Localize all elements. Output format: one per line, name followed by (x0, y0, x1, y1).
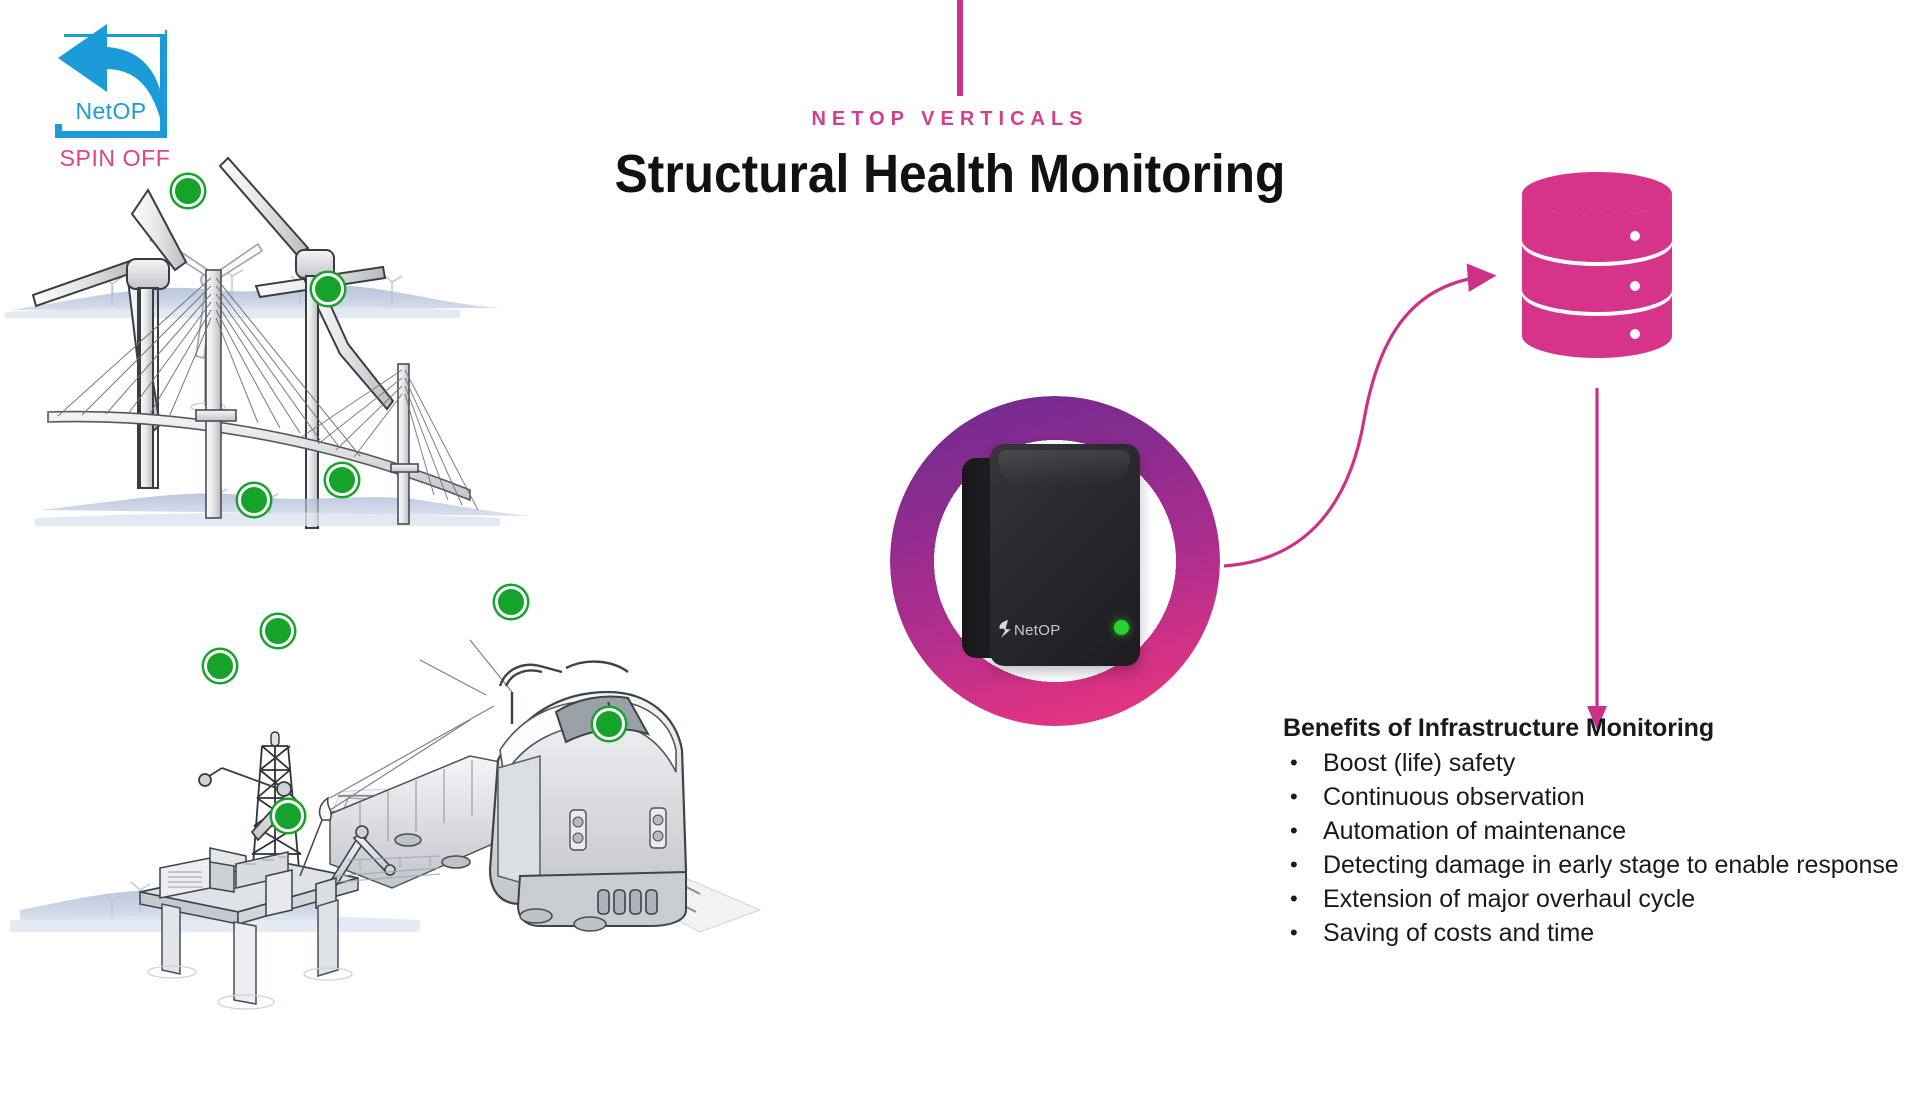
sensor-dot-rig-crane[interactable] (204, 650, 236, 682)
scene-cable-stayed-bridge (35, 269, 530, 526)
page-title: Structural Health Monitoring (614, 144, 1286, 204)
benefit-item: Extension of major overhaul cycle (1283, 882, 1920, 916)
infrastructure-illustration (0, 120, 920, 1070)
benefit-item: Saving of costs and time (1283, 916, 1920, 950)
scene-wind-turbines (5, 156, 500, 529)
top-accent-bar (957, 0, 963, 96)
sensor-box: NetOP (962, 444, 1147, 674)
benefits-panel: Benefits of Infrastructure Monitoring Bo… (1283, 714, 1920, 950)
sensor-dot-turbine-2[interactable] (312, 273, 344, 305)
logo-netop-text: NetOP (75, 98, 147, 124)
logo-spinoff-text: SPIN OFF (59, 145, 171, 171)
device-gloss-highlight (998, 450, 1130, 486)
sensor-dot-bridge-1[interactable] (238, 484, 270, 516)
netop-logo[interactable]: NetOP SPIN OFF (45, 20, 185, 171)
benefit-item: Boost (life) safety (1283, 746, 1920, 780)
sensor-dot-train-track[interactable] (593, 708, 625, 740)
benefit-item: Detecting damage in early stage to enabl… (1283, 848, 1920, 882)
database-icon[interactable] (1522, 172, 1672, 358)
benefits-heading: Benefits of Infrastructure Monitoring (1283, 714, 1715, 742)
sensor-dot-rig-derrick[interactable] (262, 615, 294, 647)
device-brand-label: NetOP (1014, 622, 1061, 639)
netop-sensor-device[interactable]: NetOP (890, 396, 1220, 726)
sensor-dot-train-pantograph[interactable] (495, 586, 527, 618)
benefits-list: Boost (life) safety Continuous observati… (1283, 746, 1920, 950)
sensor-dot-rig-leg[interactable] (272, 800, 304, 832)
scene-train (329, 639, 762, 933)
device-status-led (1114, 620, 1129, 635)
sensor-dot-turbine-1[interactable] (172, 175, 204, 207)
eyebrow-label: NETOP VERTICALS (811, 108, 1089, 130)
sensor-dot-bridge-2[interactable] (326, 464, 358, 496)
benefit-item: Continuous observation (1283, 780, 1920, 814)
scene-offshore-oil-platform (10, 731, 441, 1010)
logo-arrow-icon (55, 24, 166, 138)
arrow-device-to-database (1223, 263, 1497, 568)
netop-bolt-icon (999, 620, 1011, 638)
benefit-item: Automation of maintenance (1283, 814, 1920, 848)
